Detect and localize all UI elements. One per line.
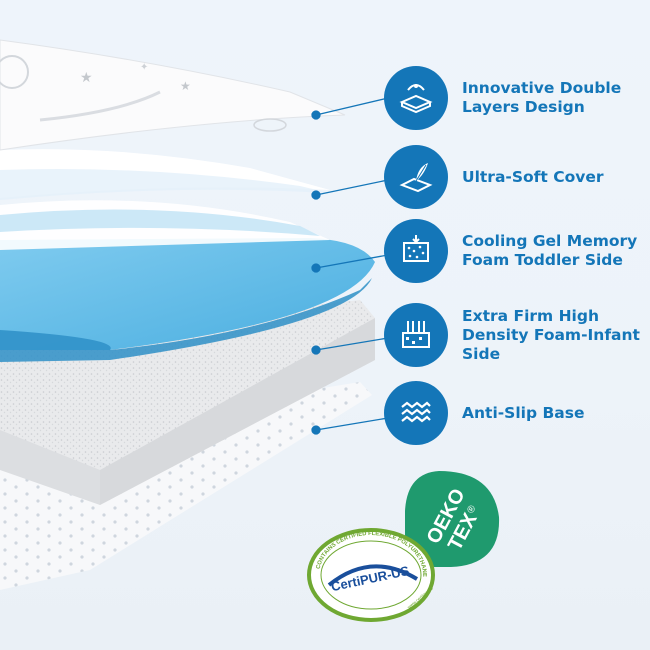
gel-foam-icon bbox=[384, 219, 448, 283]
feature-double-layers: Innovative Double Layers Design bbox=[384, 66, 650, 130]
svg-text:★: ★ bbox=[180, 79, 191, 93]
feature-gel-memory-foam: Cooling Gel Memory Foam Toddler Side bbox=[384, 219, 650, 283]
feature-label-line: Layers Design bbox=[462, 98, 585, 116]
waves-icon bbox=[384, 381, 448, 445]
feature-soft-cover: Ultra-Soft Cover bbox=[384, 145, 650, 209]
feature-label-line: Extra Firm High bbox=[462, 306, 600, 325]
svg-text:✦: ✦ bbox=[140, 62, 148, 73]
svg-text:★: ★ bbox=[80, 70, 93, 86]
oeko-tex-badge: OEKO TEX ® bbox=[405, 471, 500, 567]
top-cover-layer bbox=[0, 40, 345, 150]
feature-label-line: Foam Toddler Side bbox=[462, 251, 623, 269]
feature-firm-foam: Extra Firm High Density Foam-Infant Side bbox=[384, 303, 650, 367]
feature-label-line: Anti-Slip Base bbox=[462, 403, 585, 422]
gel-foam-layer bbox=[0, 238, 375, 350]
feature-label-line: Side bbox=[462, 344, 501, 363]
feature-label-line: Ultra-Soft Cover bbox=[462, 167, 604, 186]
feather-cover-icon bbox=[384, 145, 448, 209]
feature-label-line: Density Foam-Infant bbox=[462, 325, 640, 344]
feature-label-line: Cooling Gel Memory bbox=[462, 232, 638, 250]
certipur-badge: CONTAINS CERTIFIED FLEXIBLE POLYURETHANE… bbox=[305, 527, 435, 622]
mattress-layers-icon bbox=[384, 66, 448, 130]
firm-foam-icon bbox=[384, 303, 448, 367]
feature-anti-slip: Anti-Slip Base bbox=[384, 381, 650, 445]
feature-label-line: Innovative Double bbox=[462, 79, 622, 97]
